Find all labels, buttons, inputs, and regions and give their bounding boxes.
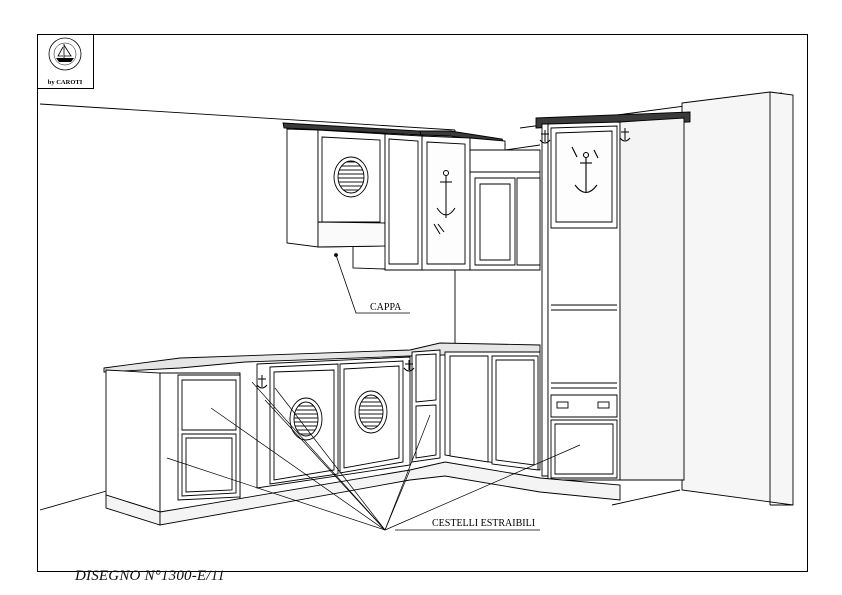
anchor-icon (571, 146, 599, 194)
brand-logo: by CAROTI (37, 34, 94, 89)
hood-label: CAPPA (370, 302, 402, 313)
hood-leader (334, 253, 410, 314)
anchor-icon (433, 170, 456, 235)
anchor-icon (256, 128, 631, 389)
tall-column-unit (535, 111, 691, 481)
drawing-caption: DISEGNO N°1300-E/11 (75, 568, 225, 584)
upper-cabinet-hood (282, 122, 541, 271)
baskets-label: CESTELLI ESTRAIBILI (432, 518, 535, 529)
drawing-border (37, 34, 808, 572)
logo-brand-text: by CAROTI (48, 79, 83, 86)
basket-leaders (166, 381, 581, 531)
